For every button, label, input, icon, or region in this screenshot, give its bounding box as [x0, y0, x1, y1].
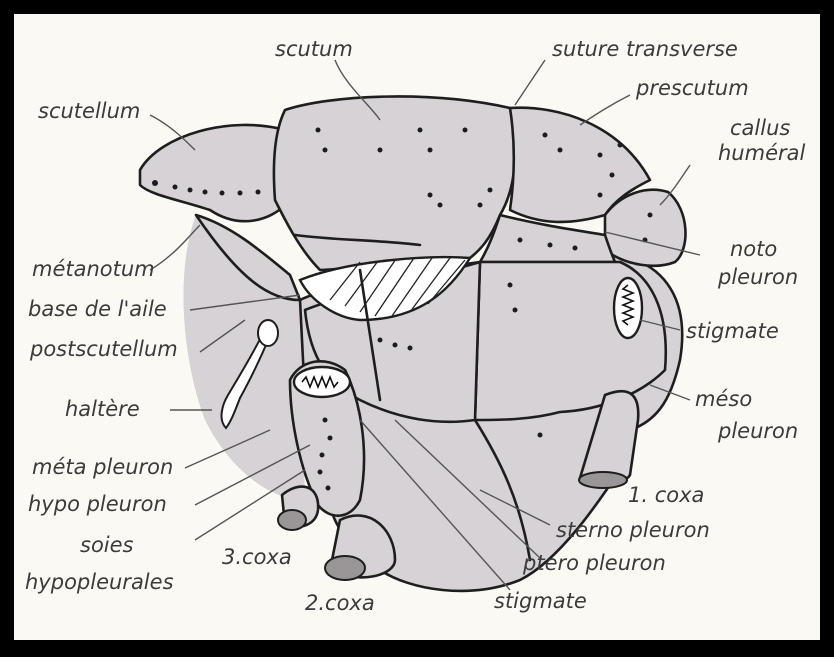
callus-humeral-shape: [605, 190, 685, 266]
label-suture-transverse: suture transverse: [552, 37, 738, 61]
label-callus: callus: [730, 116, 790, 140]
label-stigmate-bottom: stigmate: [494, 589, 587, 613]
haltere-knob: [258, 320, 278, 346]
coxa3-end: [278, 510, 306, 530]
label-haltere: haltère: [65, 397, 140, 421]
label-sterno-pleuron: sterno pleuron: [556, 518, 710, 542]
label-postscutellum: postscutellum: [29, 337, 178, 361]
stigmate-right-shape: [614, 278, 642, 338]
label-hypo-pleuron: hypo pleuron: [28, 492, 167, 516]
coxa1-end: [579, 472, 627, 488]
label-meso: méso: [695, 387, 752, 411]
label-ptero-pleuron: ptero pleuron: [522, 551, 666, 575]
scutum-shape: [274, 96, 515, 270]
label-pleuron-noto: pleuron: [717, 265, 798, 289]
label-coxa3: 3.coxa: [222, 545, 292, 569]
label-coxa1: 1. coxa: [628, 483, 704, 507]
label-meta-pleuron: méta pleuron: [32, 455, 173, 479]
label-coxa2: 2.coxa: [305, 591, 375, 615]
label-pleuron-meso: pleuron: [717, 419, 798, 443]
label-hypopleurales: hypopleurales: [25, 570, 174, 594]
label-prescutum: prescutum: [635, 76, 749, 100]
label-base-aile: base de l'aile: [28, 297, 167, 321]
label-metanotum: métanotum: [32, 257, 155, 281]
label-scutum: scutum: [275, 37, 353, 61]
coxa2-end: [325, 556, 365, 580]
label-soies: soies: [80, 533, 134, 557]
label-stigmate-right: stigmate: [686, 319, 779, 343]
label-noto: noto: [730, 237, 777, 261]
label-scutellum: scutellum: [38, 99, 140, 123]
label-humeral: huméral: [718, 141, 805, 165]
